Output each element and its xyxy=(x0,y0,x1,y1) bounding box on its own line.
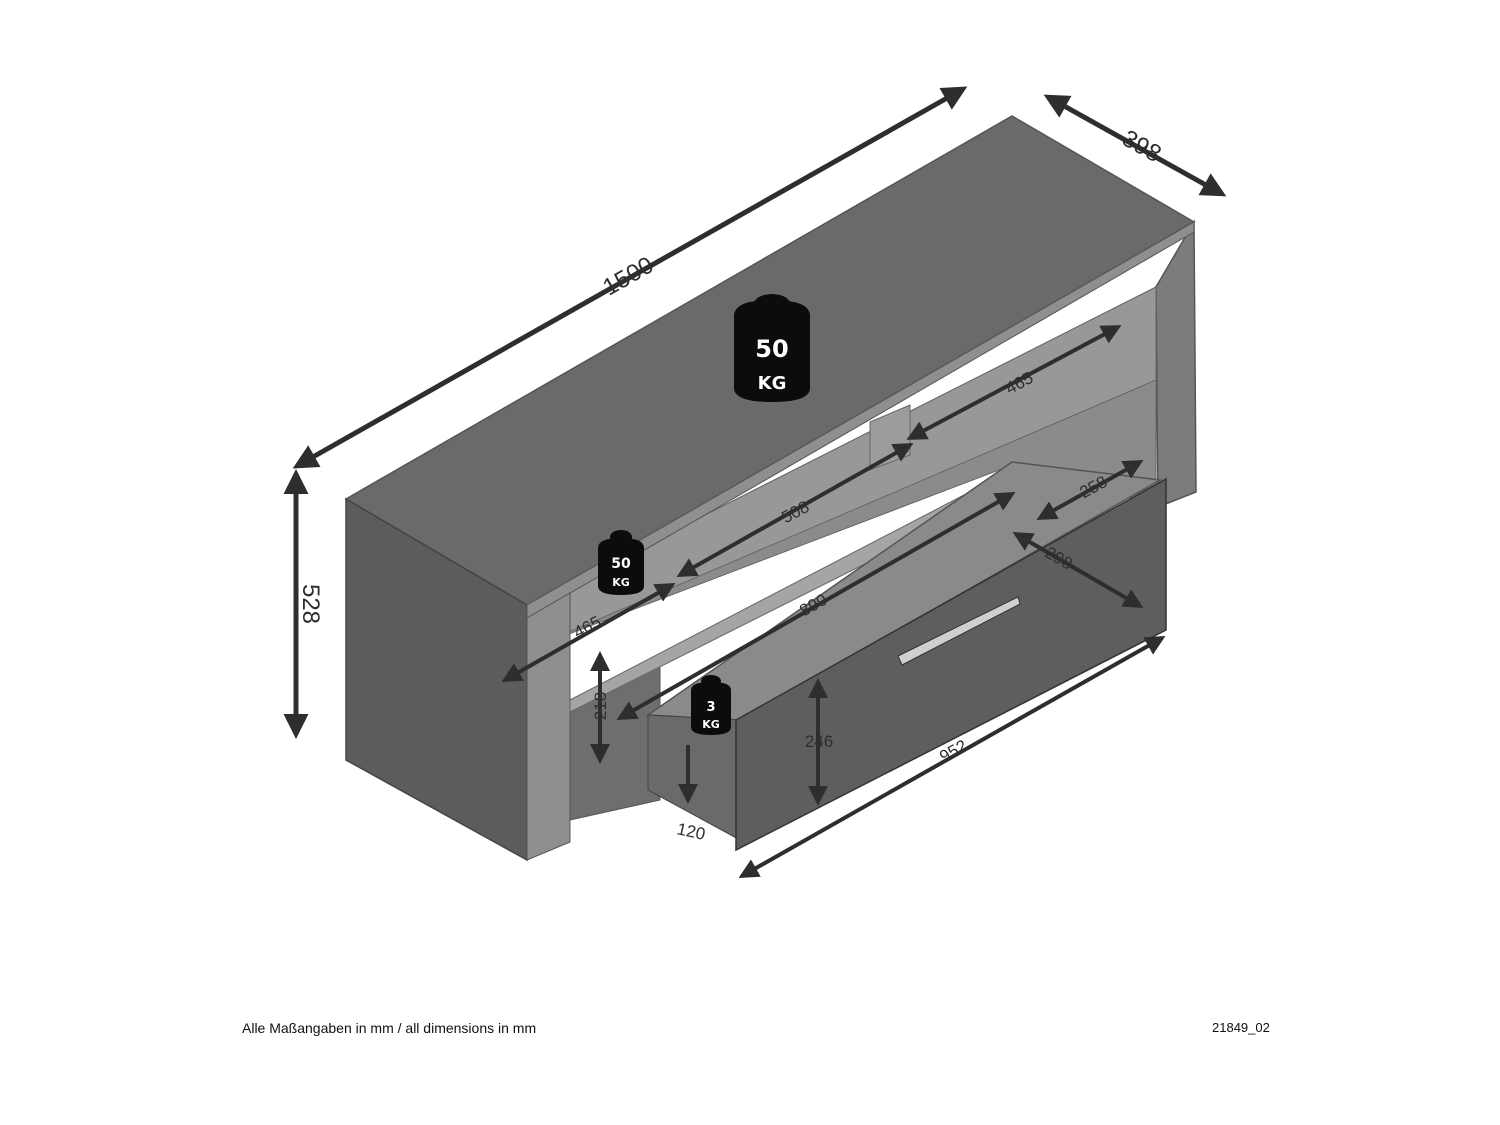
lower-height-label: 218 xyxy=(591,692,610,720)
top-weight-unit: KG xyxy=(758,373,787,394)
lower-width-arrow xyxy=(616,492,1016,720)
depth-arrow xyxy=(1043,94,1227,197)
drawer-weight-value: 3 xyxy=(706,700,715,715)
inner-depth-arrow xyxy=(1036,460,1144,520)
upper-shelf-right-arrow xyxy=(906,325,1122,440)
drawer-weight-unit: KG xyxy=(702,718,720,731)
shelf-weight-unit: KG xyxy=(612,576,630,589)
dimensions-note: Alle Maßangaben in mm / all dimensions i… xyxy=(242,1020,537,1036)
shelf-weight-value: 50 xyxy=(611,556,631,572)
top-weight-icon: 50 KG xyxy=(734,294,810,402)
height-label: 528 xyxy=(297,584,324,624)
depth-label: 398 xyxy=(1118,125,1166,168)
width-label: 1500 xyxy=(598,252,658,302)
drawer-depth-arrow xyxy=(1012,531,1144,609)
shelf-weight-icon: 50 KG xyxy=(598,530,644,595)
drawer-weight-icon: 3 KG xyxy=(691,675,731,735)
drawer-height-label: 246 xyxy=(805,732,833,751)
width-arrow xyxy=(292,86,968,469)
dimension-lines xyxy=(283,86,1227,878)
top-weight-value: 50 xyxy=(755,335,788,363)
drawer-travel-label: 120 xyxy=(675,819,707,843)
front-left-leg xyxy=(526,592,571,861)
article-code: 21849_02 xyxy=(1212,1020,1270,1035)
drawer-side xyxy=(647,714,741,841)
tv-cabinet xyxy=(344,115,1197,862)
drawer-width-arrow xyxy=(738,636,1166,878)
right-side-panel xyxy=(1155,219,1197,509)
